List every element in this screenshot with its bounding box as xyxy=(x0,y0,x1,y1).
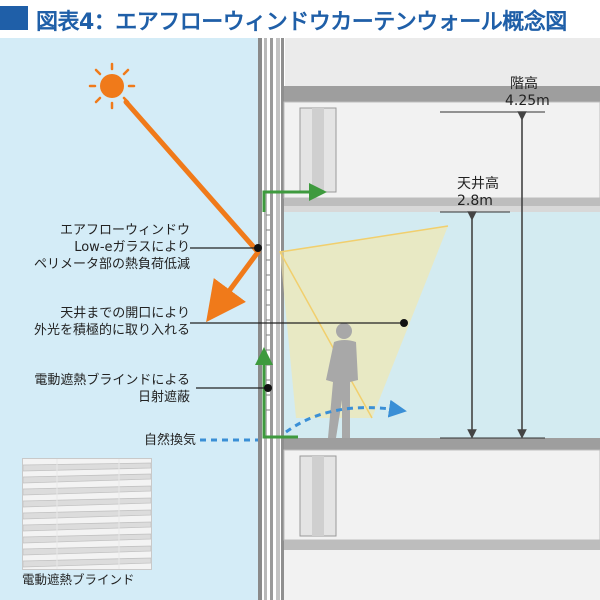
ventilation-arrow xyxy=(285,399,407,434)
ceiling-height-label: 天井高 xyxy=(457,176,499,192)
page-title: 図表4：エアフローウィンドウカーテンウォール概念図 xyxy=(36,10,567,35)
light-cone xyxy=(280,226,448,418)
blind-photo-caption: 電動遮熱ブラインド xyxy=(22,572,135,587)
callout-airflow-window: エアフローウィンドウ Low-eガラスにより ペリメータ部の熱負荷低減 xyxy=(20,222,190,273)
callout-airflow-line2: Low-eガラスにより xyxy=(74,240,190,255)
sun-icon xyxy=(88,62,136,110)
callout-natural-ventilation: 自然換気 xyxy=(143,433,196,448)
callout-dot-opening xyxy=(400,319,408,327)
callout-blind-line2: 日射遮蔽 xyxy=(137,390,190,405)
sunlight-ray xyxy=(123,99,261,255)
callout-dot-blind xyxy=(264,384,272,392)
callout-leaders xyxy=(190,247,404,389)
title-accent-block xyxy=(0,6,28,30)
blind-slats-illustration xyxy=(23,459,151,569)
blind-photo xyxy=(22,458,152,570)
callout-opening-line1: 天井までの開口により xyxy=(60,306,190,321)
reflected-ray-arrow xyxy=(206,250,261,323)
floor-height-value: 4.25m xyxy=(505,93,550,109)
ceiling-height-dimension xyxy=(440,211,510,439)
upper-floor-structure xyxy=(283,86,600,212)
curtain-wall xyxy=(258,38,284,600)
floor-height-dimension xyxy=(440,111,545,439)
callout-blind-line1: 電動遮熱ブラインドによる xyxy=(34,373,190,388)
ceiling-height-value: 2.8m xyxy=(457,193,493,209)
callout-airflow-line1: エアフローウィンドウ xyxy=(59,223,190,238)
airflow-intake-arrow xyxy=(255,347,298,439)
lower-floor-structure xyxy=(283,438,600,600)
callout-airflow-line3: ペリメータ部の熱負荷低減 xyxy=(33,257,190,272)
person-silhouette-icon xyxy=(326,323,358,438)
floor-height-label: 階高 xyxy=(510,76,538,92)
callout-dot-airflow xyxy=(254,244,262,252)
callout-opening-line2: 外光を積極的に取り入れる xyxy=(33,323,190,338)
airflow-exhaust-arrow xyxy=(262,183,327,212)
title-bar: 図表4：エアフローウィンドウカーテンウォール概念図 xyxy=(0,0,600,36)
callout-ceiling-opening: 天井までの開口により 外光を積極的に取り入れる xyxy=(20,305,190,339)
callout-electric-blind: 電動遮熱ブラインドによる 日射遮蔽 xyxy=(20,372,190,406)
